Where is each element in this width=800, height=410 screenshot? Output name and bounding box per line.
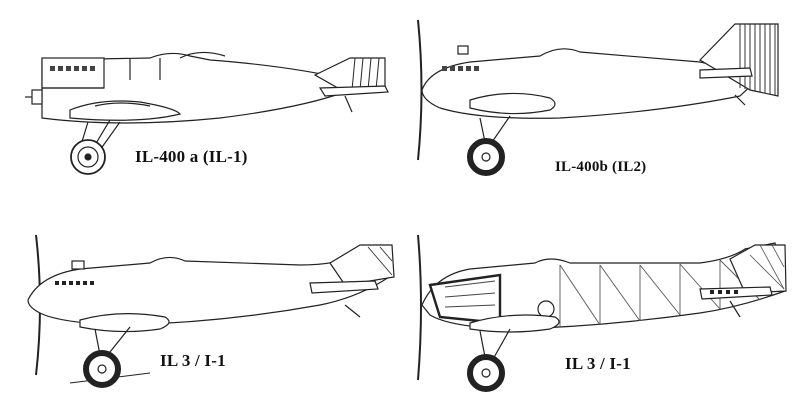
aircraft-drawing-il-400b [417, 19, 779, 176]
panel-il-3-a: IL 3 / I-1 [0, 205, 400, 410]
panel-il-400a: IL-400 a (IL-1) [0, 0, 400, 205]
aircraft-drawing-il-400a [25, 51, 389, 175]
caption-il-400a: IL-400 a (IL-1) [135, 147, 248, 166]
caption-il-3-b: IL 3 / I-1 [565, 354, 631, 373]
panel-il-3-b: IL 3 / I-1 [400, 205, 800, 410]
aircraft-drawing-il-3-a [27, 234, 395, 388]
caption-il-3-a: IL 3 / I-1 [160, 351, 226, 370]
caption-il-400b: IL-400b (IL2) [555, 159, 647, 175]
panel-il-400b: IL-400b (IL2) [400, 0, 800, 205]
aircraft-drawing-il-3-b [417, 234, 787, 392]
